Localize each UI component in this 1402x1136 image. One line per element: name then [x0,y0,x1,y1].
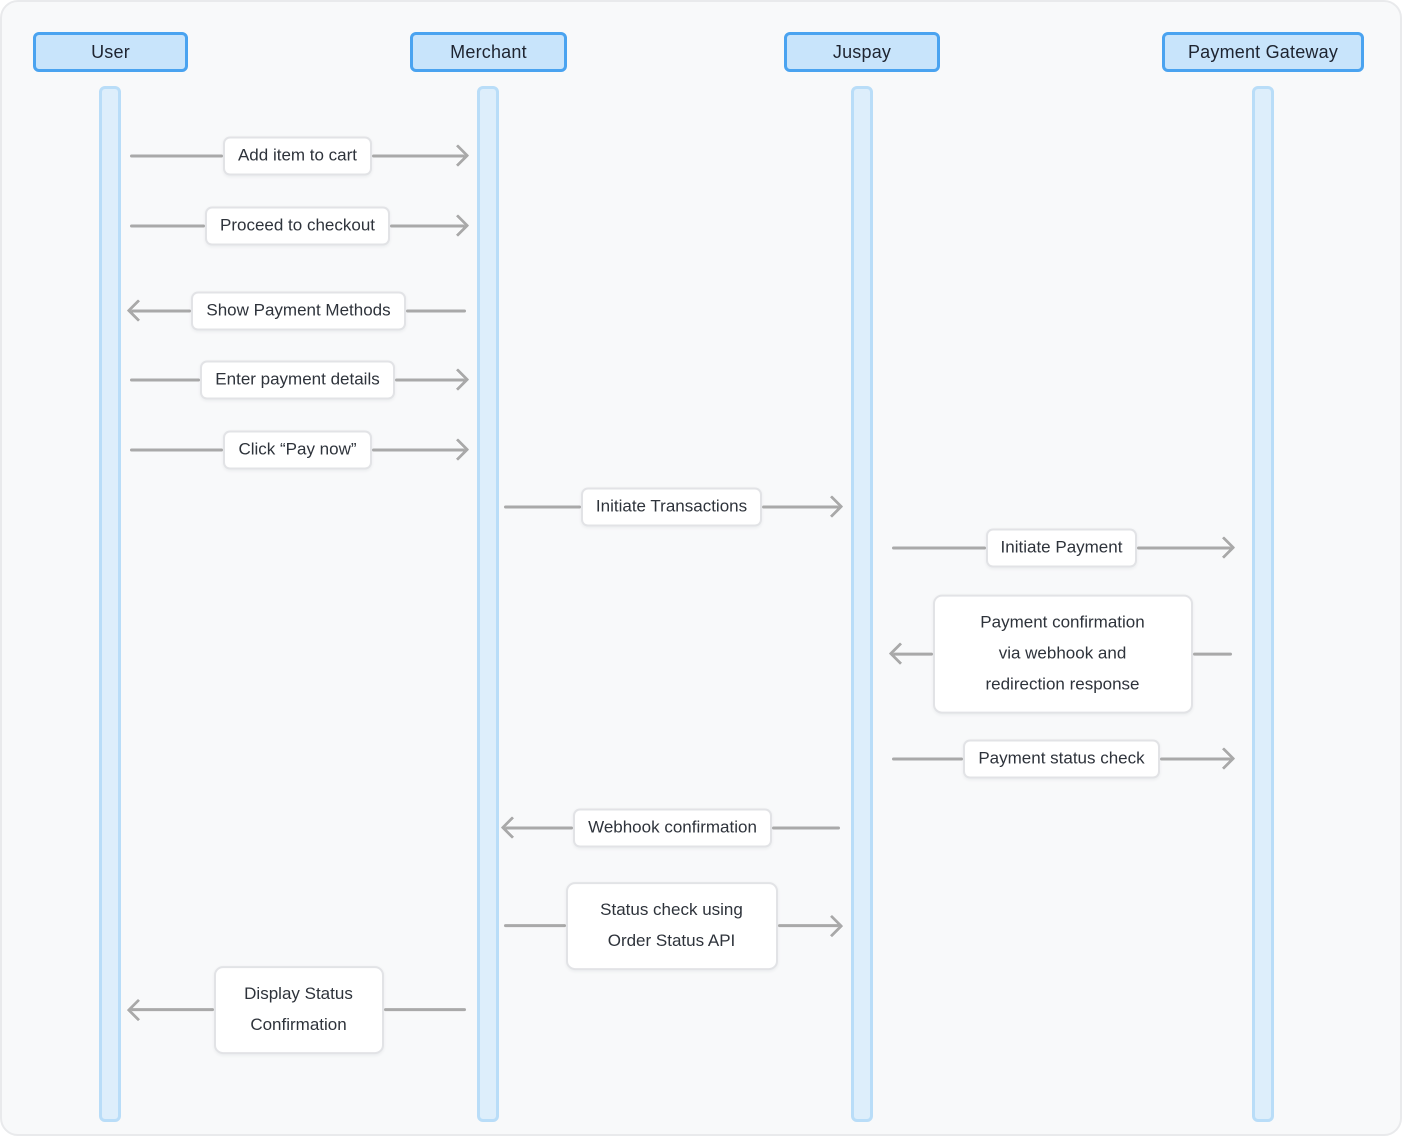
message-line [372,154,465,158]
message-line [394,378,466,382]
message-proceed-to-checkout: Proceed to checkout [130,206,470,246]
actor-juspay[interactable]: Juspay [784,32,940,72]
message-line [1159,757,1231,761]
lifeline-juspay [851,86,873,1122]
message-line [383,1008,466,1012]
message-line [762,505,840,509]
lifeline-merchant [477,86,499,1122]
arrow-left-icon [126,299,150,323]
message-add-item-to-cart: Add item to cart [130,136,470,176]
message-label[interactable]: Enter payment details [200,360,395,400]
message-line [1137,546,1231,550]
message-display-status-confirmation: Display Status Confirmation [126,966,466,1054]
lifeline-user [99,86,121,1122]
message-payment-confirmation-webhook: Payment confirmation via webhook and red… [888,594,1232,714]
message-line [405,309,467,313]
arrow-right-icon [446,214,470,238]
message-line [130,448,224,452]
message-label[interactable]: Initiate Transactions [580,487,763,527]
message-line [505,826,574,830]
message-line [131,1008,214,1012]
message-line [771,826,840,830]
arrow-right-icon [1212,536,1236,560]
message-label[interactable]: Webhook confirmation [573,808,772,848]
message-line [893,652,933,656]
message-show-payment-methods: Show Payment Methods [126,291,467,331]
actor-user[interactable]: User [33,32,188,72]
arrow-right-icon [446,144,470,168]
arrow-left-icon [500,816,524,840]
message-label[interactable]: Display Status Confirmation [213,966,384,1054]
message-line [1192,652,1232,656]
message-initiate-transactions: Initiate Transactions [504,487,844,527]
lifeline-payment-gateway [1252,86,1274,1122]
message-line [130,378,201,382]
arrow-right-icon [446,368,470,392]
message-line [777,924,839,928]
message-payment-status-check: Payment status check [892,739,1236,779]
message-label[interactable]: Click “Pay now” [223,430,372,470]
message-label[interactable]: Add item to cart [222,136,373,176]
message-click-pay-now: Click “Pay now” [130,430,470,470]
message-label[interactable]: Status check using Order Status API [565,882,778,970]
message-line [504,924,566,928]
arrow-left-icon [888,642,912,666]
message-line [131,309,192,313]
message-status-check-order-status-api: Status check using Order Status API [504,882,844,970]
message-enter-payment-details: Enter payment details [130,360,470,400]
message-label[interactable]: Payment status check [963,739,1160,779]
message-line [892,546,986,550]
message-label[interactable]: Initiate Payment [985,528,1138,568]
message-webhook-confirmation: Webhook confirmation [500,808,840,848]
actor-payment-gateway[interactable]: Payment Gateway [1162,32,1364,72]
message-label[interactable]: Proceed to checkout [205,206,390,246]
message-line [504,505,581,509]
message-line [130,224,206,228]
arrow-left-icon [126,998,150,1022]
arrow-right-icon [820,914,844,938]
message-initiate-payment: Initiate Payment [892,528,1236,568]
message-label[interactable]: Show Payment Methods [191,291,406,331]
arrow-right-icon [446,438,470,462]
message-label[interactable]: Payment confirmation via webhook and red… [932,594,1193,714]
message-line [371,448,465,452]
message-line [130,154,223,158]
message-line [892,757,964,761]
arrow-right-icon [820,495,844,519]
arrow-right-icon [1212,747,1236,771]
actor-merchant[interactable]: Merchant [410,32,567,72]
message-line [390,224,466,228]
